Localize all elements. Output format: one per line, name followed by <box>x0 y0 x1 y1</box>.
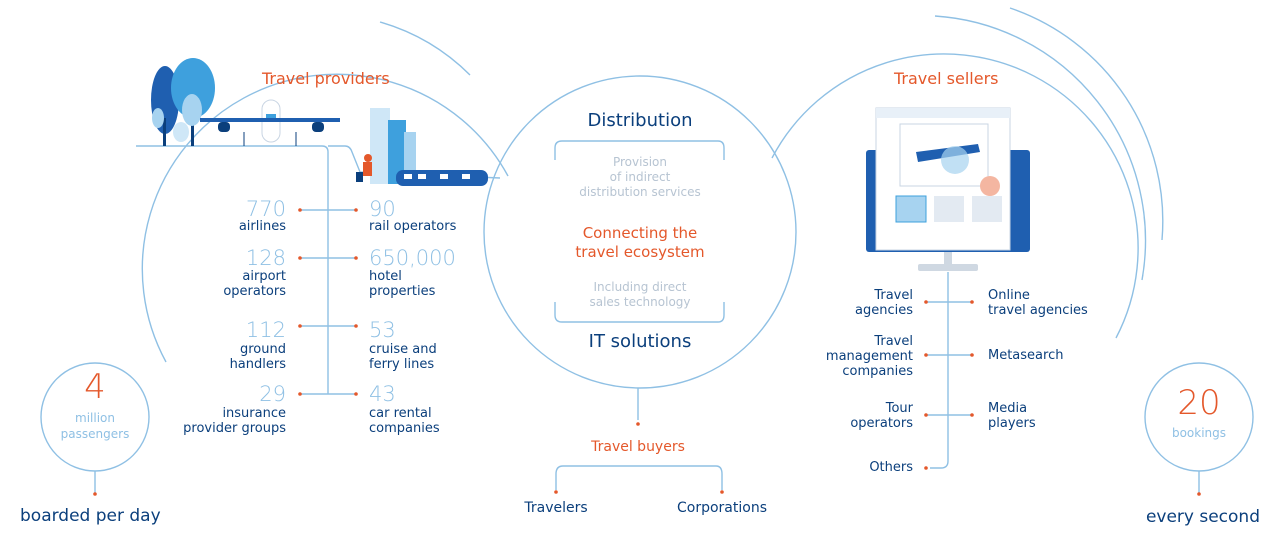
bookings-unit: bookings <box>1171 426 1227 440</box>
passengers-number: 4 <box>84 367 106 407</box>
seller-media-players-2: players <box>988 416 1036 431</box>
travel-buyers-title: Travel buyers <box>591 439 685 455</box>
seller-tmc-3: companies <box>842 364 913 379</box>
seller-travel-agencies-1: Travel <box>874 288 913 303</box>
including-line-1: Including direct <box>593 280 687 294</box>
seller-tour-operators-1: Tour <box>885 401 913 416</box>
core-line-1: Connecting the <box>582 224 698 242</box>
hotel-properties-value: 650,000 <box>369 246 456 270</box>
seller-others: Others <box>869 460 913 475</box>
passengers-unit-1: million <box>75 411 115 425</box>
rail-operators-label: rail operators <box>369 219 457 234</box>
ground-handlers-value: 112 <box>245 318 286 342</box>
car-rental-label-1: car rental <box>369 406 432 421</box>
city-train-illustration <box>356 108 488 186</box>
provision-line-2: of indirect <box>609 170 671 184</box>
provision-text: Provision of indirect distribution servi… <box>560 155 720 200</box>
center-circle <box>483 75 797 389</box>
it-solutions-heading: IT solutions <box>588 331 692 352</box>
airport-operators-value: 128 <box>245 246 286 270</box>
right-arc <box>771 53 1139 339</box>
airport-operators-label-2: operators <box>223 284 286 299</box>
seller-ota-1: Online <box>988 288 1030 303</box>
airlines-label: airlines <box>238 219 286 234</box>
boarded-caption: boarded per day <box>20 506 161 526</box>
buyer-travelers: Travelers <box>524 500 588 516</box>
provision-line-3: distribution services <box>579 185 701 199</box>
seller-metasearch: Metasearch <box>988 348 1064 363</box>
airplane-illustration <box>200 99 340 146</box>
cruise-ferry-label-1: cruise and <box>369 342 437 357</box>
travel-providers-title: Travel providers <box>262 69 390 88</box>
including-line-2: sales technology <box>589 295 691 309</box>
trees-illustration <box>151 58 215 146</box>
seller-tmc-2: management <box>825 349 913 364</box>
left-arc <box>141 73 509 363</box>
seller-media-players-1: Media <box>988 401 1028 416</box>
seller-tmc-1: Travel <box>874 334 913 349</box>
including-text: Including direct sales technology <box>560 280 720 310</box>
car-rental-value: 43 <box>369 382 396 406</box>
distribution-heading: Distribution <box>587 110 693 131</box>
airlines-value: 770 <box>245 197 286 221</box>
seller-ota-2: travel agencies <box>988 303 1088 318</box>
bookings-number: 20 <box>1177 383 1221 423</box>
core-line-2: travel ecosystem <box>575 243 705 261</box>
insurance-label-2: provider groups <box>183 421 286 436</box>
buyer-corporations: Corporations <box>677 500 767 516</box>
airport-operators-label-1: airport <box>242 269 286 284</box>
rail-operators-value: 90 <box>369 197 396 221</box>
provision-line-1: Provision <box>612 155 667 169</box>
every-second-caption: every second <box>1145 507 1260 527</box>
passengers-unit-2: passengers <box>60 427 130 441</box>
seller-travel-agencies-2: agencies <box>855 303 913 318</box>
left-outer-arc <box>379 21 471 76</box>
insurance-value: 29 <box>259 382 286 406</box>
right-outer-arc-1 <box>934 15 1147 281</box>
hotel-properties-label-1: hotel <box>369 269 402 284</box>
ground-handlers-label-1: ground <box>240 342 286 357</box>
car-rental-label-2: companies <box>369 421 440 436</box>
cruise-ferry-label-2: ferry lines <box>369 357 435 372</box>
ground-handlers-label-2: handlers <box>229 357 286 372</box>
seller-tour-operators-2: operators <box>850 416 913 431</box>
core-text: Connecting the travel ecosystem <box>540 224 740 262</box>
insurance-label-1: insurance <box>222 406 286 421</box>
travel-sellers-title: Travel sellers <box>894 69 999 88</box>
monitor-illustration <box>866 107 1030 271</box>
hotel-properties-label-2: properties <box>369 284 436 299</box>
right-outer-arc-2 <box>1009 7 1164 241</box>
cruise-ferry-value: 53 <box>369 318 396 342</box>
